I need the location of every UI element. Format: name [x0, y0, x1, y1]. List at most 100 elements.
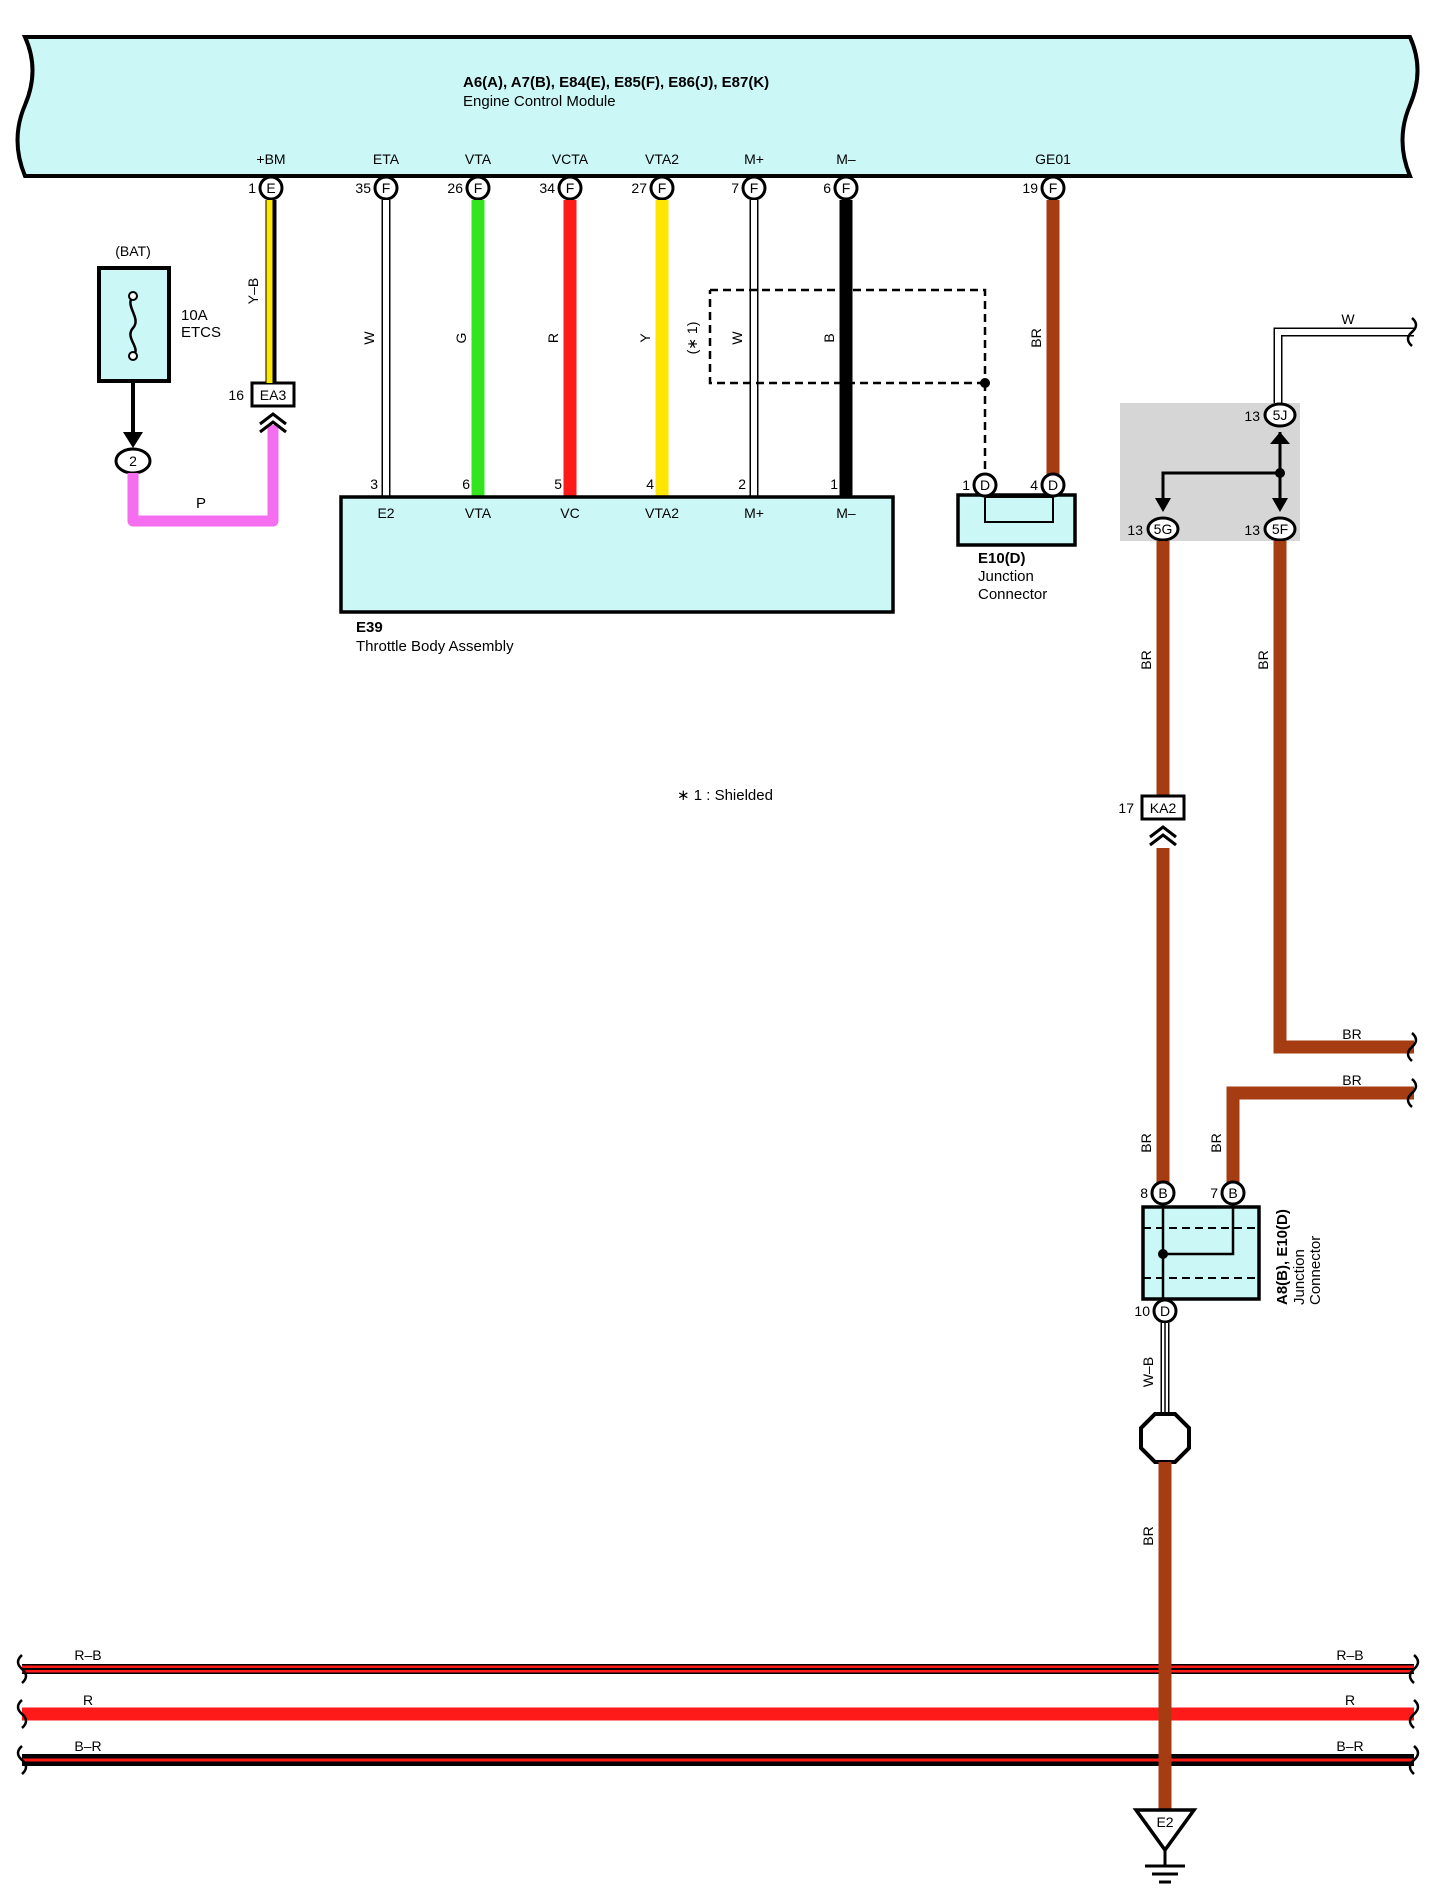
throttle-pin-name: E2 [377, 505, 394, 521]
bus-label: R [83, 1692, 93, 1708]
ground-path: W–B BR E2 [1132, 1323, 1198, 1884]
junction-code: E10(D) [978, 550, 1026, 567]
shield-label: (∗ 1) [684, 322, 700, 355]
wire-break-icon [16, 1745, 28, 1775]
wire-label: W–B [1140, 1357, 1156, 1387]
shield-box [708, 288, 987, 385]
connector-chevron-icon [259, 412, 287, 434]
throttle-name: Throttle Body Assembly [356, 638, 514, 655]
junction-block-gray: W 13 5J 13 5G 13 5F [1120, 311, 1418, 542]
junction-pin-conn: B [1158, 1185, 1167, 1201]
ecm-pin-name: ETA [373, 151, 400, 167]
wire-break-icon [1406, 317, 1418, 347]
throttle-pin-name: M– [836, 505, 856, 521]
ecm-pin-conn: F [750, 180, 759, 196]
ground-icon [1132, 1808, 1198, 1853]
connector-number: 16 [228, 387, 244, 403]
junction-pin-terminal [972, 472, 998, 498]
bus-lines: R–B R–B R R B–R B–R [16, 1647, 1420, 1790]
ecm-title: A6(A), A7(B), E84(E), E85(F), E86(J), E8… [463, 74, 769, 91]
ecm-pin-name: M– [836, 151, 856, 167]
wire-label: BR [1138, 1133, 1154, 1152]
wire-break-icon [16, 1699, 28, 1729]
throttle-body-assembly: 3 6 5 4 2 1 E2 VTA VC VTA2 M+ M– E39 Thr… [339, 476, 895, 655]
junction-pin-conn: 5F [1272, 521, 1288, 537]
ecm-pin-conn: F [1049, 180, 1058, 196]
connector-label: KA2 [1150, 800, 1177, 816]
junction-pin-conn: B [1228, 1185, 1237, 1201]
wire-break-icon [1408, 1745, 1420, 1775]
engine-control-module: A6(A), A7(B), E84(E), E85(F), E86(J), E8… [15, 35, 1420, 178]
junction-pin-number: 13 [1244, 408, 1260, 424]
wire-label: B [821, 333, 837, 342]
fuse-source: (BAT) [115, 243, 151, 259]
ecm-pin-name: +BM [256, 151, 285, 167]
junction-pin-terminal [1263, 402, 1297, 428]
ecm-pin-terminal [373, 175, 399, 201]
junction-pin-conn: 5J [1273, 407, 1288, 423]
throttle-wires: W G R Y (∗ 1) W B [361, 200, 990, 497]
ecm-pin-terminal [465, 175, 491, 201]
splice-octagon-icon [1139, 1412, 1191, 1464]
wire-br [1226, 1086, 1414, 1187]
junction-pin-number: 1 [962, 477, 970, 493]
ecm-pin-conn: F [842, 180, 851, 196]
junction-pin-number: 13 [1244, 522, 1260, 538]
wire-label: BR [1255, 650, 1271, 669]
wire-label: BR [1138, 650, 1154, 669]
ecm-pin-name: VTA [465, 151, 492, 167]
bus-label: B–R [74, 1738, 101, 1754]
wire-label: R [545, 333, 561, 343]
junction-pin-number: 7 [1210, 1185, 1218, 1201]
fuse-name: ETCS [181, 324, 221, 341]
ecm-pin-terminal [833, 175, 859, 201]
fuse-icon [129, 295, 137, 357]
junction-line2: Connector [978, 586, 1047, 603]
ecm-pin-terminal [258, 175, 284, 201]
connector-ka2 [1140, 794, 1186, 821]
wire-break-icon [1408, 1654, 1420, 1684]
junction-pin-number: 4 [1030, 477, 1038, 493]
connector-label: EA3 [260, 387, 287, 403]
ecm-pin-number: 26 [447, 180, 463, 196]
wire-label: BR [1140, 1526, 1156, 1545]
ecm-pin-number: 1 [248, 180, 256, 196]
wire-label: W [361, 331, 377, 345]
ecm-pin-conn: F [382, 180, 391, 196]
throttle-pin-name: M+ [744, 505, 764, 521]
junction-pin-conn: 5G [1154, 521, 1173, 537]
ecm-pin-number: 6 [823, 180, 831, 196]
ecm-pin-number: 19 [1022, 180, 1038, 196]
wire-p [127, 425, 279, 527]
wire-label: BR [1208, 1133, 1224, 1152]
wire-w-top [1275, 329, 1414, 410]
connector-number: 17 [1118, 800, 1134, 816]
ecm-subtitle: Engine Control Module [463, 93, 616, 110]
junction-a8: 8 B 7 B 10 D A8(B), E10(D) Junction Conn… [1134, 1180, 1324, 1324]
ecm-pin-terminal [1040, 175, 1066, 201]
wire-break-icon [16, 1654, 28, 1684]
bus-label: R [1345, 1692, 1355, 1708]
wire-label: BR [1342, 1026, 1361, 1042]
arrow-down-icon [1155, 498, 1171, 512]
ecm-pin-number: 35 [355, 180, 371, 196]
junction-pin-number: 8 [1140, 1185, 1148, 1201]
junction-code: A8(B), E10(D) [1274, 1209, 1291, 1305]
ecm-pin-conn: F [658, 180, 667, 196]
junction-pin-terminal [1263, 516, 1297, 542]
junction-pin-terminal [1152, 1298, 1178, 1324]
junction-pin-terminal [1146, 516, 1180, 542]
fuse-terminal-label: 2 [129, 453, 137, 469]
bus-label: R–B [1336, 1647, 1363, 1663]
throttle-pin-number: 5 [554, 476, 562, 492]
junction-pin-number: 10 [1134, 1303, 1150, 1319]
wire-label: BR [1028, 328, 1044, 347]
fuse-rating: 10A [181, 307, 208, 324]
bus-label: B–R [1336, 1738, 1363, 1754]
ecm-pin-name: VTA2 [645, 151, 679, 167]
junction-line1: Junction [978, 568, 1034, 585]
ecm-pin-name: GE01 [1035, 151, 1071, 167]
arrow-down-icon [1272, 498, 1288, 512]
ecm-pin-terminal [557, 175, 583, 201]
ecm-pin-number: 7 [731, 180, 739, 196]
